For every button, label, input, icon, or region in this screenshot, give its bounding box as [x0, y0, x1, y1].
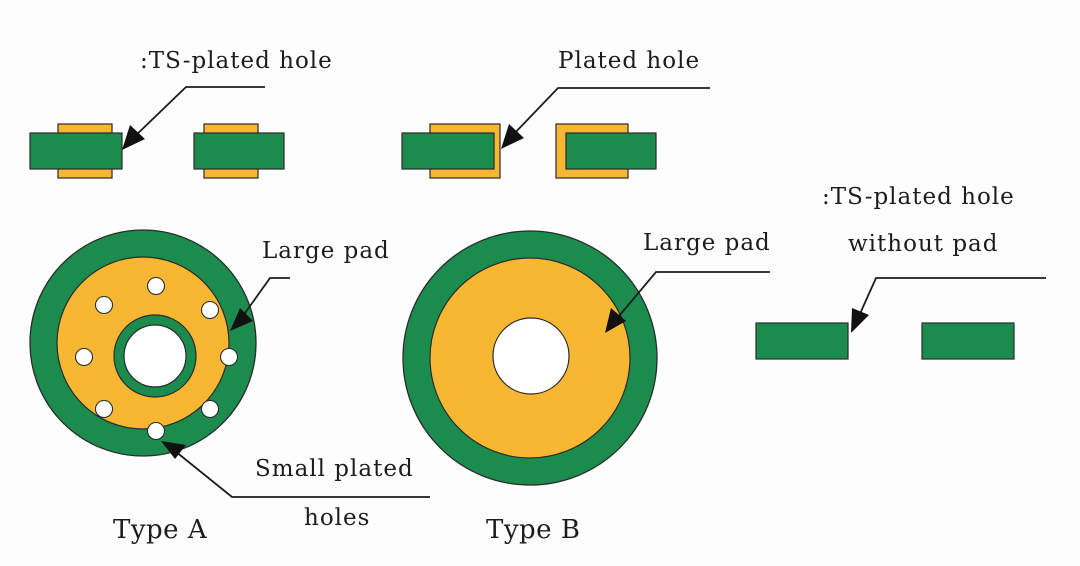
small-plated-hole [74, 347, 94, 367]
leader-ts-plated-hole-without-pad [851, 277, 1046, 333]
label-plated-hole: Plated hole [558, 48, 701, 74]
label-large-pad-b: Large pad [643, 230, 771, 256]
label-small-plated-holes-line1: Small plated [255, 456, 414, 482]
board-right-a [193, 132, 285, 170]
board-left-b [401, 132, 495, 170]
leader-plated-hole [501, 87, 710, 149]
label-ts-plated-hole: :TS-plated hole [140, 48, 333, 74]
type-b-center-hole [492, 317, 570, 395]
small-plated-hole [94, 399, 114, 419]
type-a-center-hole [123, 324, 187, 388]
label-large-pad-a: Large pad [262, 238, 390, 264]
small-plated-hole [200, 399, 220, 419]
label-ts-plated-hole-without-pad-line2: without pad [848, 231, 999, 257]
small-plated-hole [219, 347, 239, 367]
small-plated-hole [94, 295, 114, 315]
small-plated-hole [200, 300, 220, 320]
label-type-a: Type A [113, 515, 208, 545]
leader-large-pad-a [230, 277, 290, 331]
leader-small-plated-holes [161, 441, 430, 498]
ts-plated-hole-without-pad [755, 322, 1015, 360]
board-right-b [565, 132, 657, 170]
label-small-plated-holes-line2: holes [304, 505, 371, 531]
small-plated-hole [146, 421, 166, 441]
type-b-pad [402, 230, 658, 486]
small-plated-hole [146, 276, 166, 296]
plated-hole-cross-section [401, 123, 657, 179]
board-left-c [755, 322, 849, 360]
leader-large-pad-b [605, 271, 770, 333]
ts-plated-hole-cross-section [29, 123, 285, 179]
type-a-pad [29, 229, 257, 457]
leader-ts-plated-hole [122, 86, 265, 150]
board-left-a [29, 132, 123, 170]
board-right-c [921, 322, 1015, 360]
label-type-b: Type B [486, 515, 581, 545]
label-ts-plated-hole-without-pad-line1: :TS-plated hole [822, 184, 1015, 210]
